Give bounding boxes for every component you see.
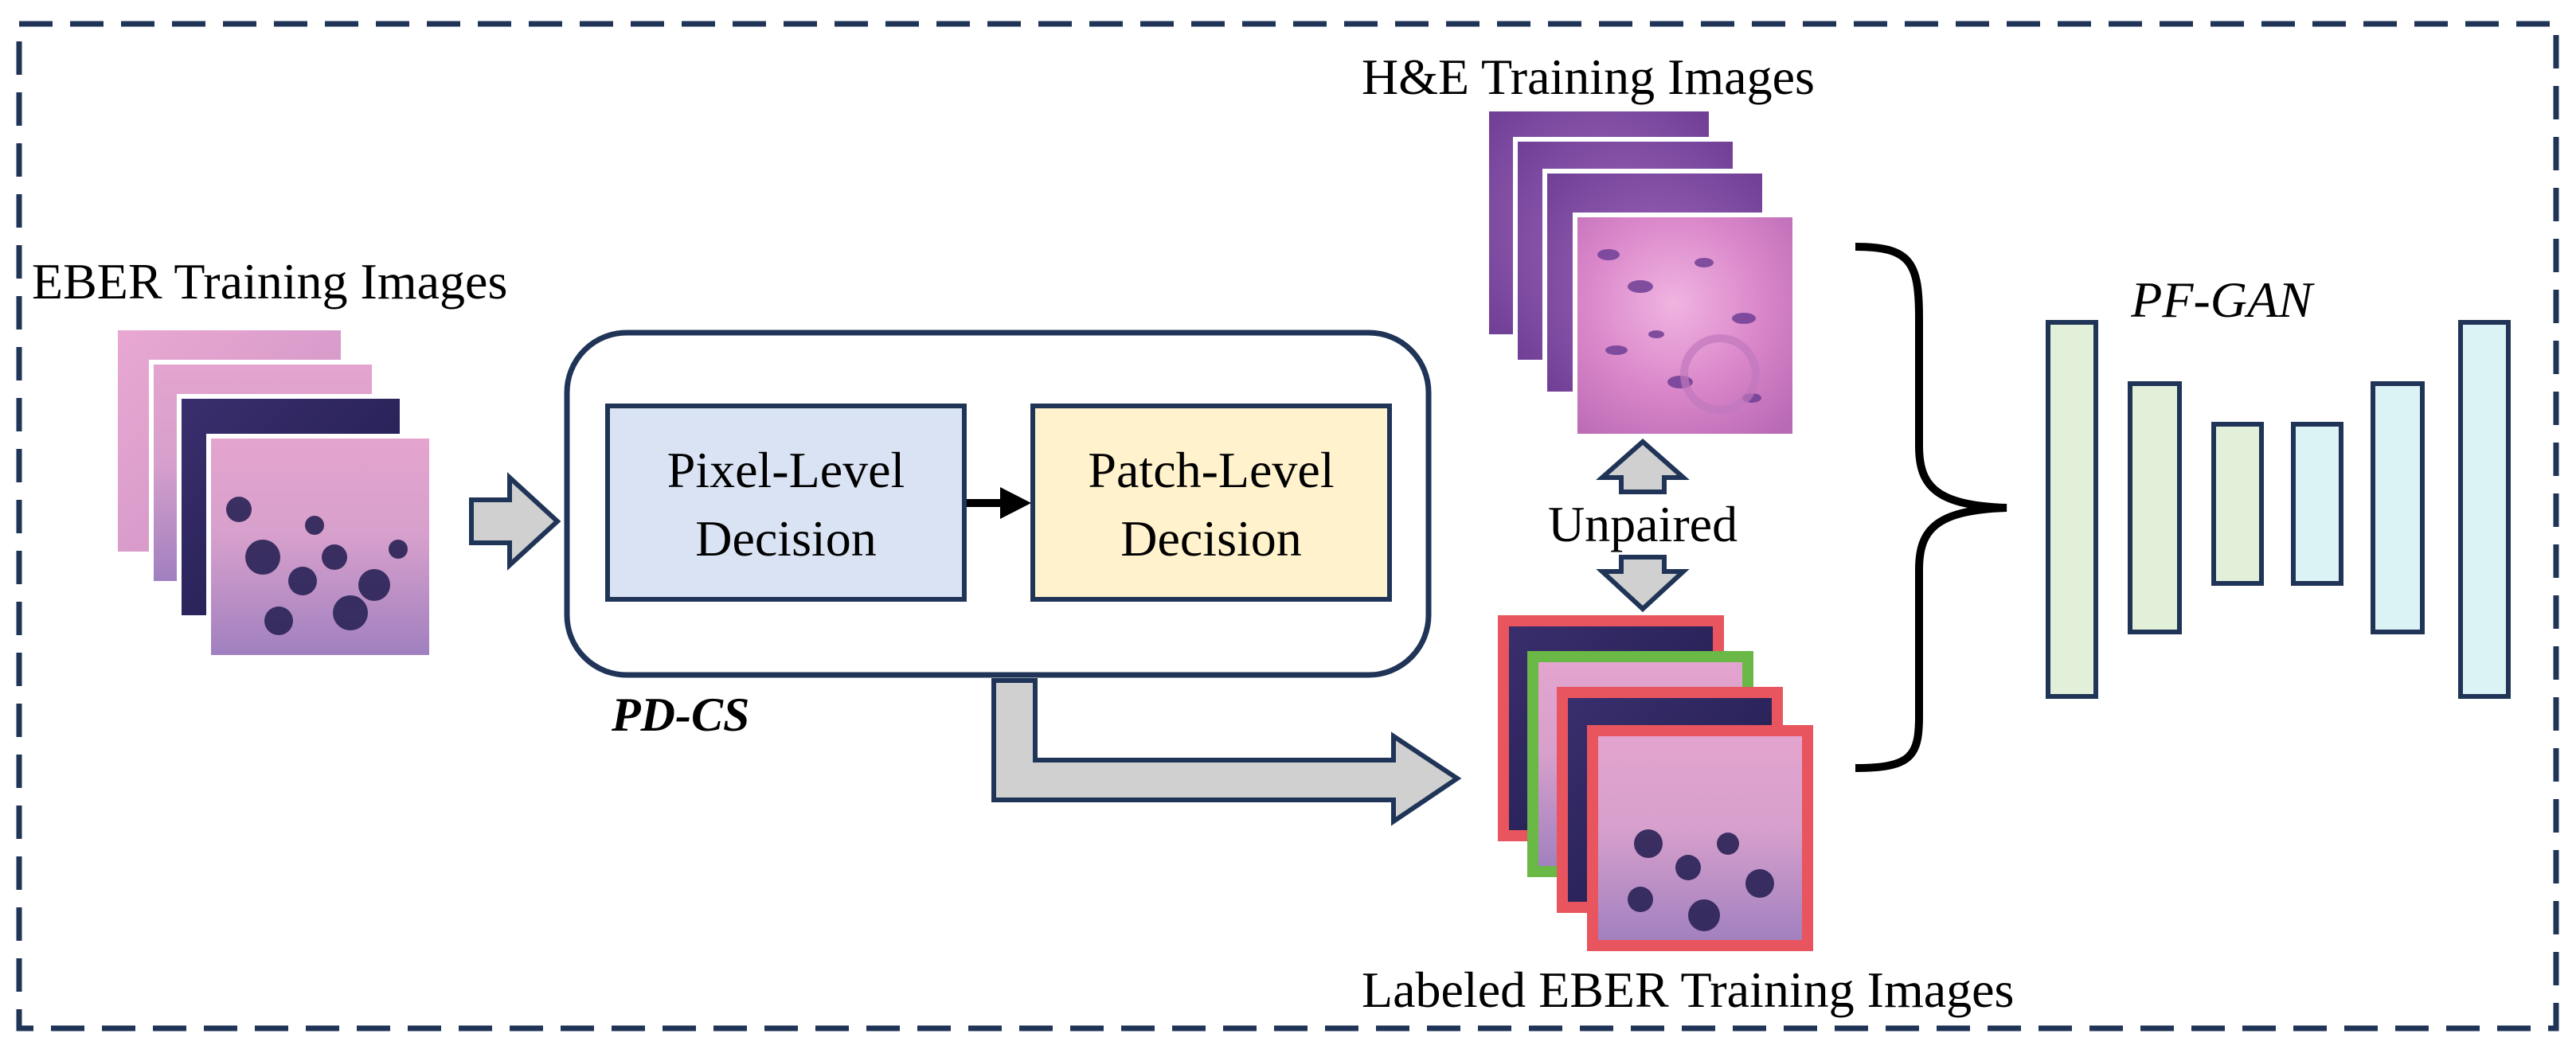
encoder-bar-3 xyxy=(2211,422,2264,586)
pixel-to-patch-arrow xyxy=(967,487,1031,519)
encoder-bar-1 xyxy=(2046,320,2098,699)
output-elbow-arrow xyxy=(991,678,1462,826)
patch-level-label-line2: Decision xyxy=(1120,510,1302,567)
pf-gan-network xyxy=(2046,320,2511,699)
pixel-level-label-line2: Decision xyxy=(695,510,877,567)
outer-dashed-frame xyxy=(16,21,2559,1032)
decoder-bar-2 xyxy=(2371,381,2425,634)
eber-training-label: EBER Training Images xyxy=(32,253,507,310)
pf-gan-label: PF-GAN xyxy=(2130,271,2315,328)
unpaired-label: Unpaired xyxy=(1548,496,1738,552)
pixel-level-label-line1: Pixel-Level xyxy=(667,442,905,498)
encoder-bar-2 xyxy=(2128,381,2182,634)
pd-cs-label: PD-CS xyxy=(611,688,749,741)
eber-image-stack xyxy=(118,330,434,660)
labeled-eber-label: Labeled EBER Training Images xyxy=(1362,961,2014,1018)
labeled-eber-image-stack xyxy=(1498,615,1813,951)
patch-level-box xyxy=(1030,404,1392,602)
decoder-bar-3 xyxy=(2458,320,2511,699)
right-curly-brace xyxy=(1855,243,2007,772)
he-image-stack xyxy=(1489,111,1797,439)
unpaired-double-arrow xyxy=(1596,438,1690,613)
input-arrow xyxy=(469,472,561,571)
pixel-level-box xyxy=(605,404,967,602)
he-training-label: H&E Training Images xyxy=(1362,49,1815,105)
decoder-bar-1 xyxy=(2291,422,2343,586)
patch-level-label-line1: Patch-Level xyxy=(1088,442,1334,498)
